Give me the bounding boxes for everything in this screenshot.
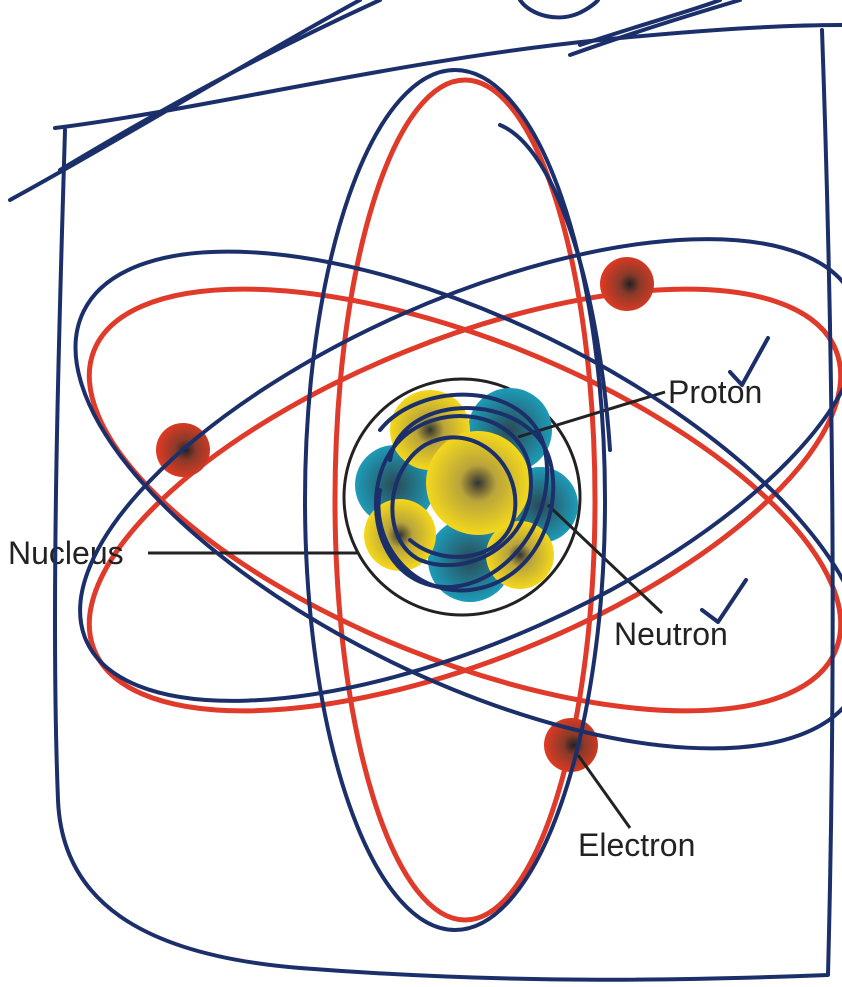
leader-lines (148, 390, 666, 829)
ink-orbit-descending (73, 249, 842, 751)
proton-particle (364, 499, 436, 571)
ink-nucleus-scribble (376, 405, 556, 593)
ink-annotations (8, 0, 842, 982)
ink-diagonal-stroke (578, 0, 722, 47)
electron-particle (600, 257, 654, 311)
label-nucleus: Nucleus (8, 535, 124, 571)
check-icon (700, 578, 748, 624)
orbits (86, 77, 842, 923)
label-neutron: Neutron (614, 616, 728, 652)
ink-swirl (498, 123, 612, 452)
ink-orbit-vertical (303, 68, 607, 932)
ink-top-stroke (53, 23, 842, 130)
ink-nucleus-scribble (374, 392, 549, 589)
electron-leader (576, 754, 632, 829)
ink-diagonal-stroke (568, 0, 742, 57)
orbit-ascending (86, 286, 842, 714)
label-electron: Electron (578, 827, 695, 863)
label-proton: Proton (668, 374, 762, 410)
orbit-vertical (332, 77, 598, 923)
proton-particle (426, 431, 530, 535)
orbit-descending (86, 286, 842, 714)
proton-leader (517, 390, 666, 439)
check-icon (728, 336, 770, 387)
ink-top-loop (518, 0, 600, 20)
ink-frame (53, 28, 835, 982)
ink-diagonal-stroke (58, 0, 382, 172)
electron-particle (544, 718, 598, 772)
ink-orbit-ascending (78, 237, 842, 703)
